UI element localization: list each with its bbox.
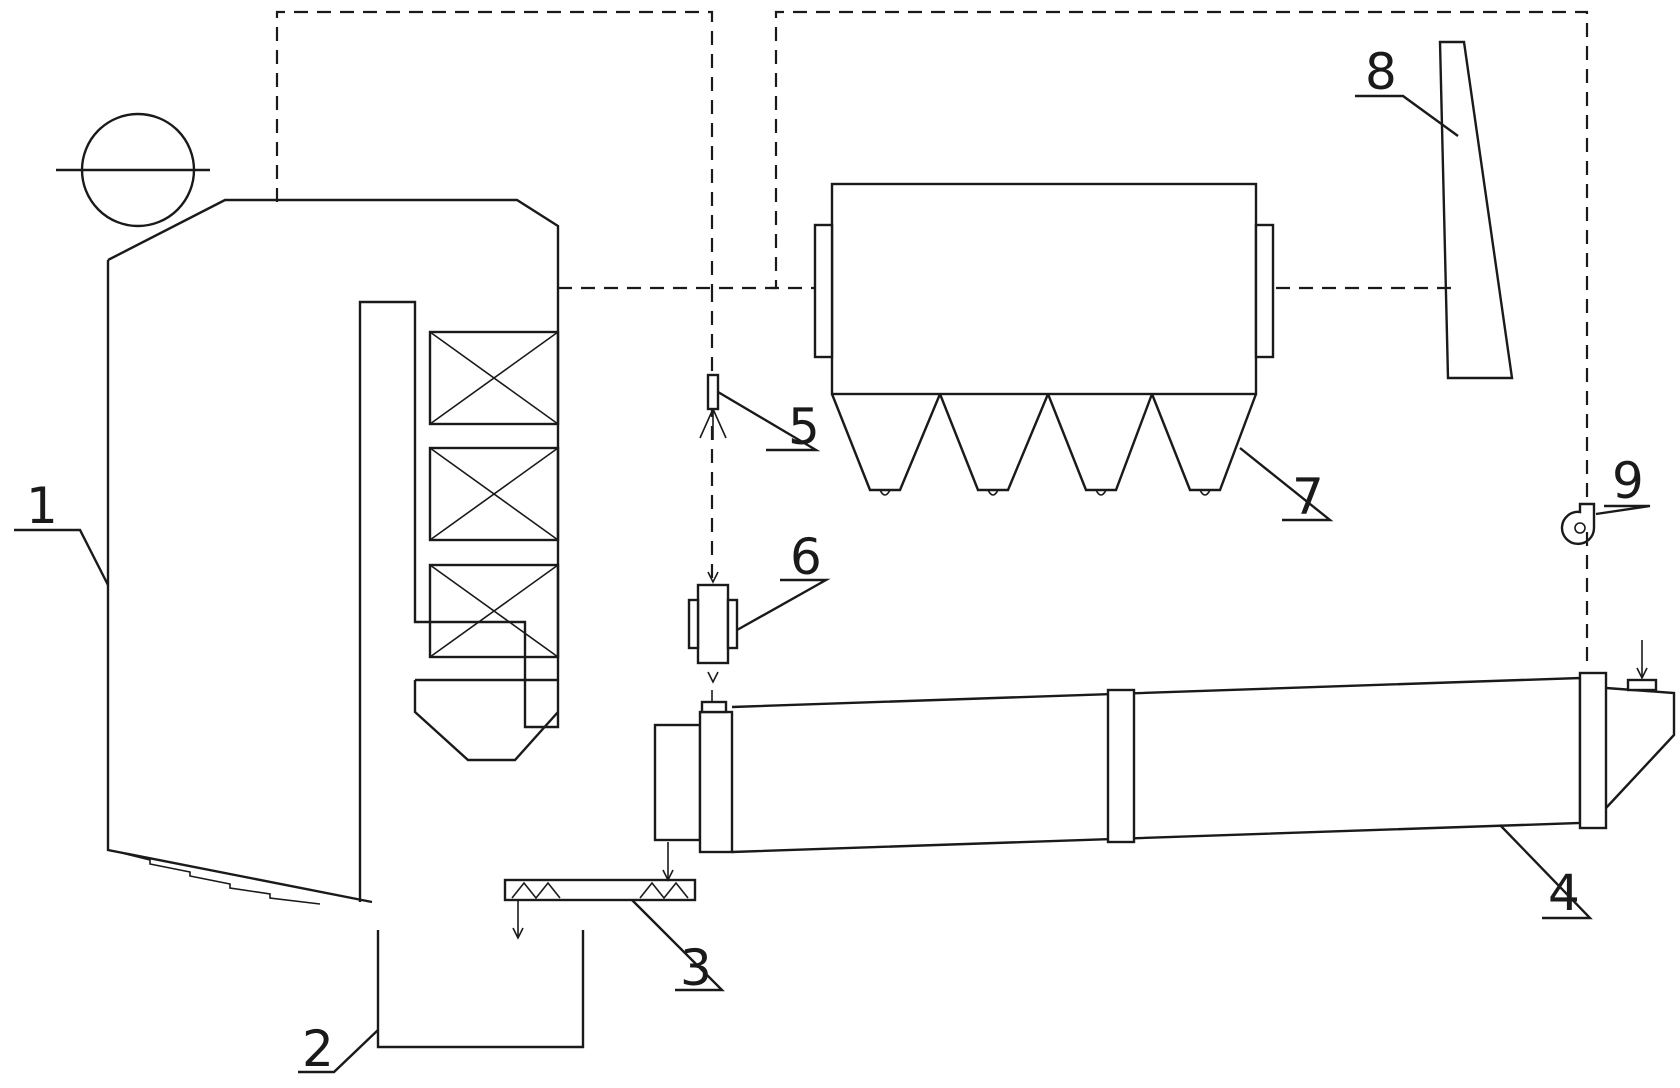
mixer-unit [687,571,739,684]
label-4-rotary-kiln: 4 [1548,864,1580,922]
ash-pit [376,930,585,1049]
leader-lines [14,94,1651,1074]
label-2-ash-pit: 2 [302,1020,334,1078]
label-5-spray-nozzle: 5 [788,398,820,456]
steam-drum [56,112,210,228]
gas-duct-lines [275,10,1589,665]
screw-conveyor [503,842,697,940]
spray-nozzle [699,373,727,440]
chimney [1438,40,1514,380]
label-7-dust-collector: 7 [1292,468,1324,526]
label-3-screw-conveyor: 3 [680,939,712,997]
label-1-boiler: 1 [26,477,58,535]
label-8-chimney: 8 [1365,43,1397,101]
number-labels: 1 2 3 4 5 6 7 8 9 [26,43,1644,1078]
label-6-mixer: 6 [790,528,822,586]
dust-collector [813,182,1275,496]
rotary-kiln [653,640,1676,854]
heat-exchanger-bundles [428,330,560,659]
label-9-fan: 9 [1612,452,1644,510]
induced-draft-fan [1560,502,1596,546]
boiler [106,198,560,905]
